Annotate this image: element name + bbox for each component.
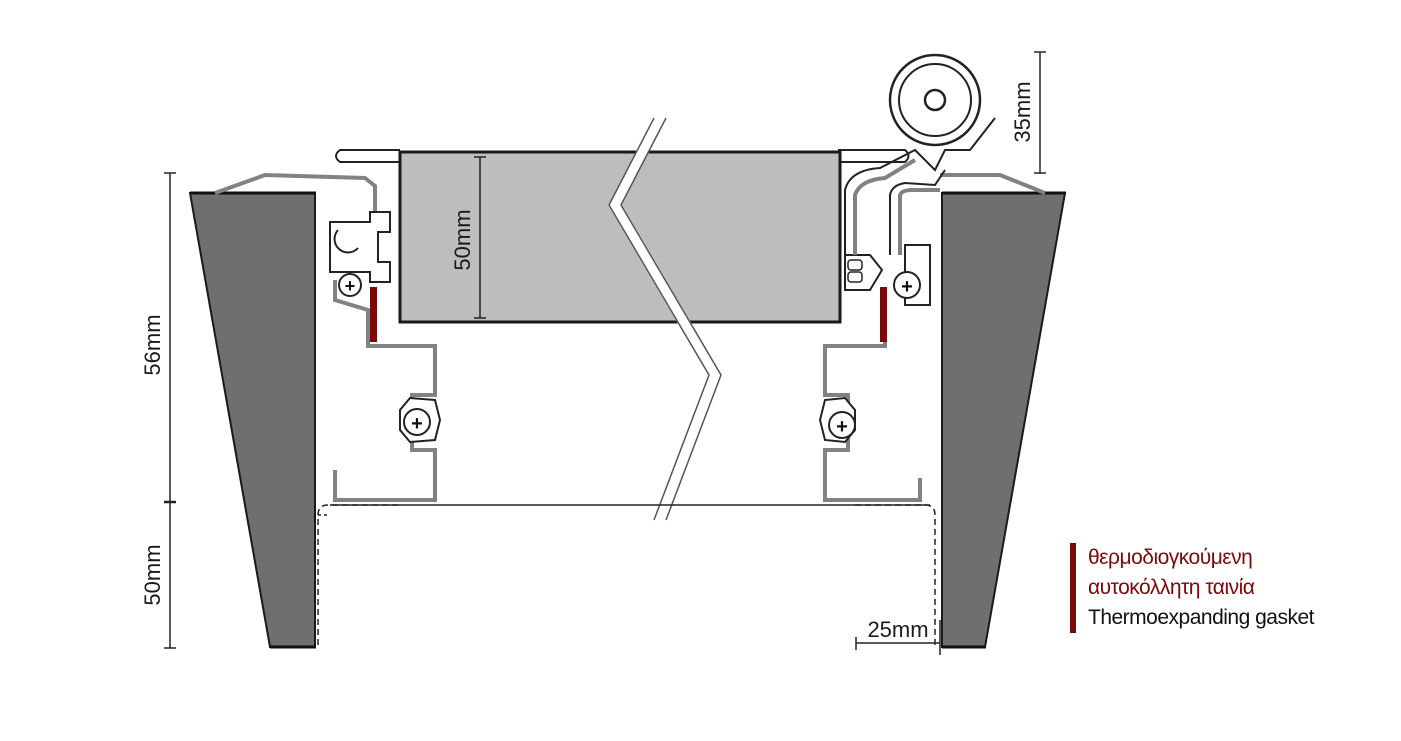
dim-frame-height: 56mm <box>140 314 165 375</box>
legend-line-1: θερμοδιογκούμενη <box>1088 546 1253 569</box>
right-gasket <box>880 287 887 342</box>
break-line <box>608 115 722 523</box>
right-wall <box>941 192 1067 648</box>
roller-axle <box>923 88 947 112</box>
svg-text:+: + <box>411 413 423 435</box>
svg-text:+: + <box>836 416 848 438</box>
lower-frame <box>317 504 400 645</box>
legend-line-2: αυτοκόλλητη ταινία <box>1088 576 1255 599</box>
left-clip <box>329 211 391 283</box>
dim-lower-height: 50mm <box>140 544 165 605</box>
dim-box-height: 50mm <box>450 209 475 270</box>
left-wall <box>188 192 316 648</box>
dim-roller: 35mm <box>1010 81 1035 142</box>
legend: θερμοδιογκούμενη αυτοκόλλητη ταινία Ther… <box>1070 543 1314 633</box>
dim-offset: 25mm <box>867 617 928 642</box>
svg-text:+: + <box>901 276 913 298</box>
device-box <box>398 150 842 324</box>
right-cover-plate <box>838 149 910 163</box>
right-flashing <box>940 173 1046 195</box>
legend-line-3: Thermoexpanding gasket <box>1088 606 1314 629</box>
left-flashing <box>214 172 377 215</box>
left-gasket <box>370 287 377 342</box>
roller-strap <box>844 117 996 255</box>
left-cover-plate <box>335 149 400 163</box>
svg-text:+: + <box>345 276 356 296</box>
left-profile <box>333 280 437 502</box>
